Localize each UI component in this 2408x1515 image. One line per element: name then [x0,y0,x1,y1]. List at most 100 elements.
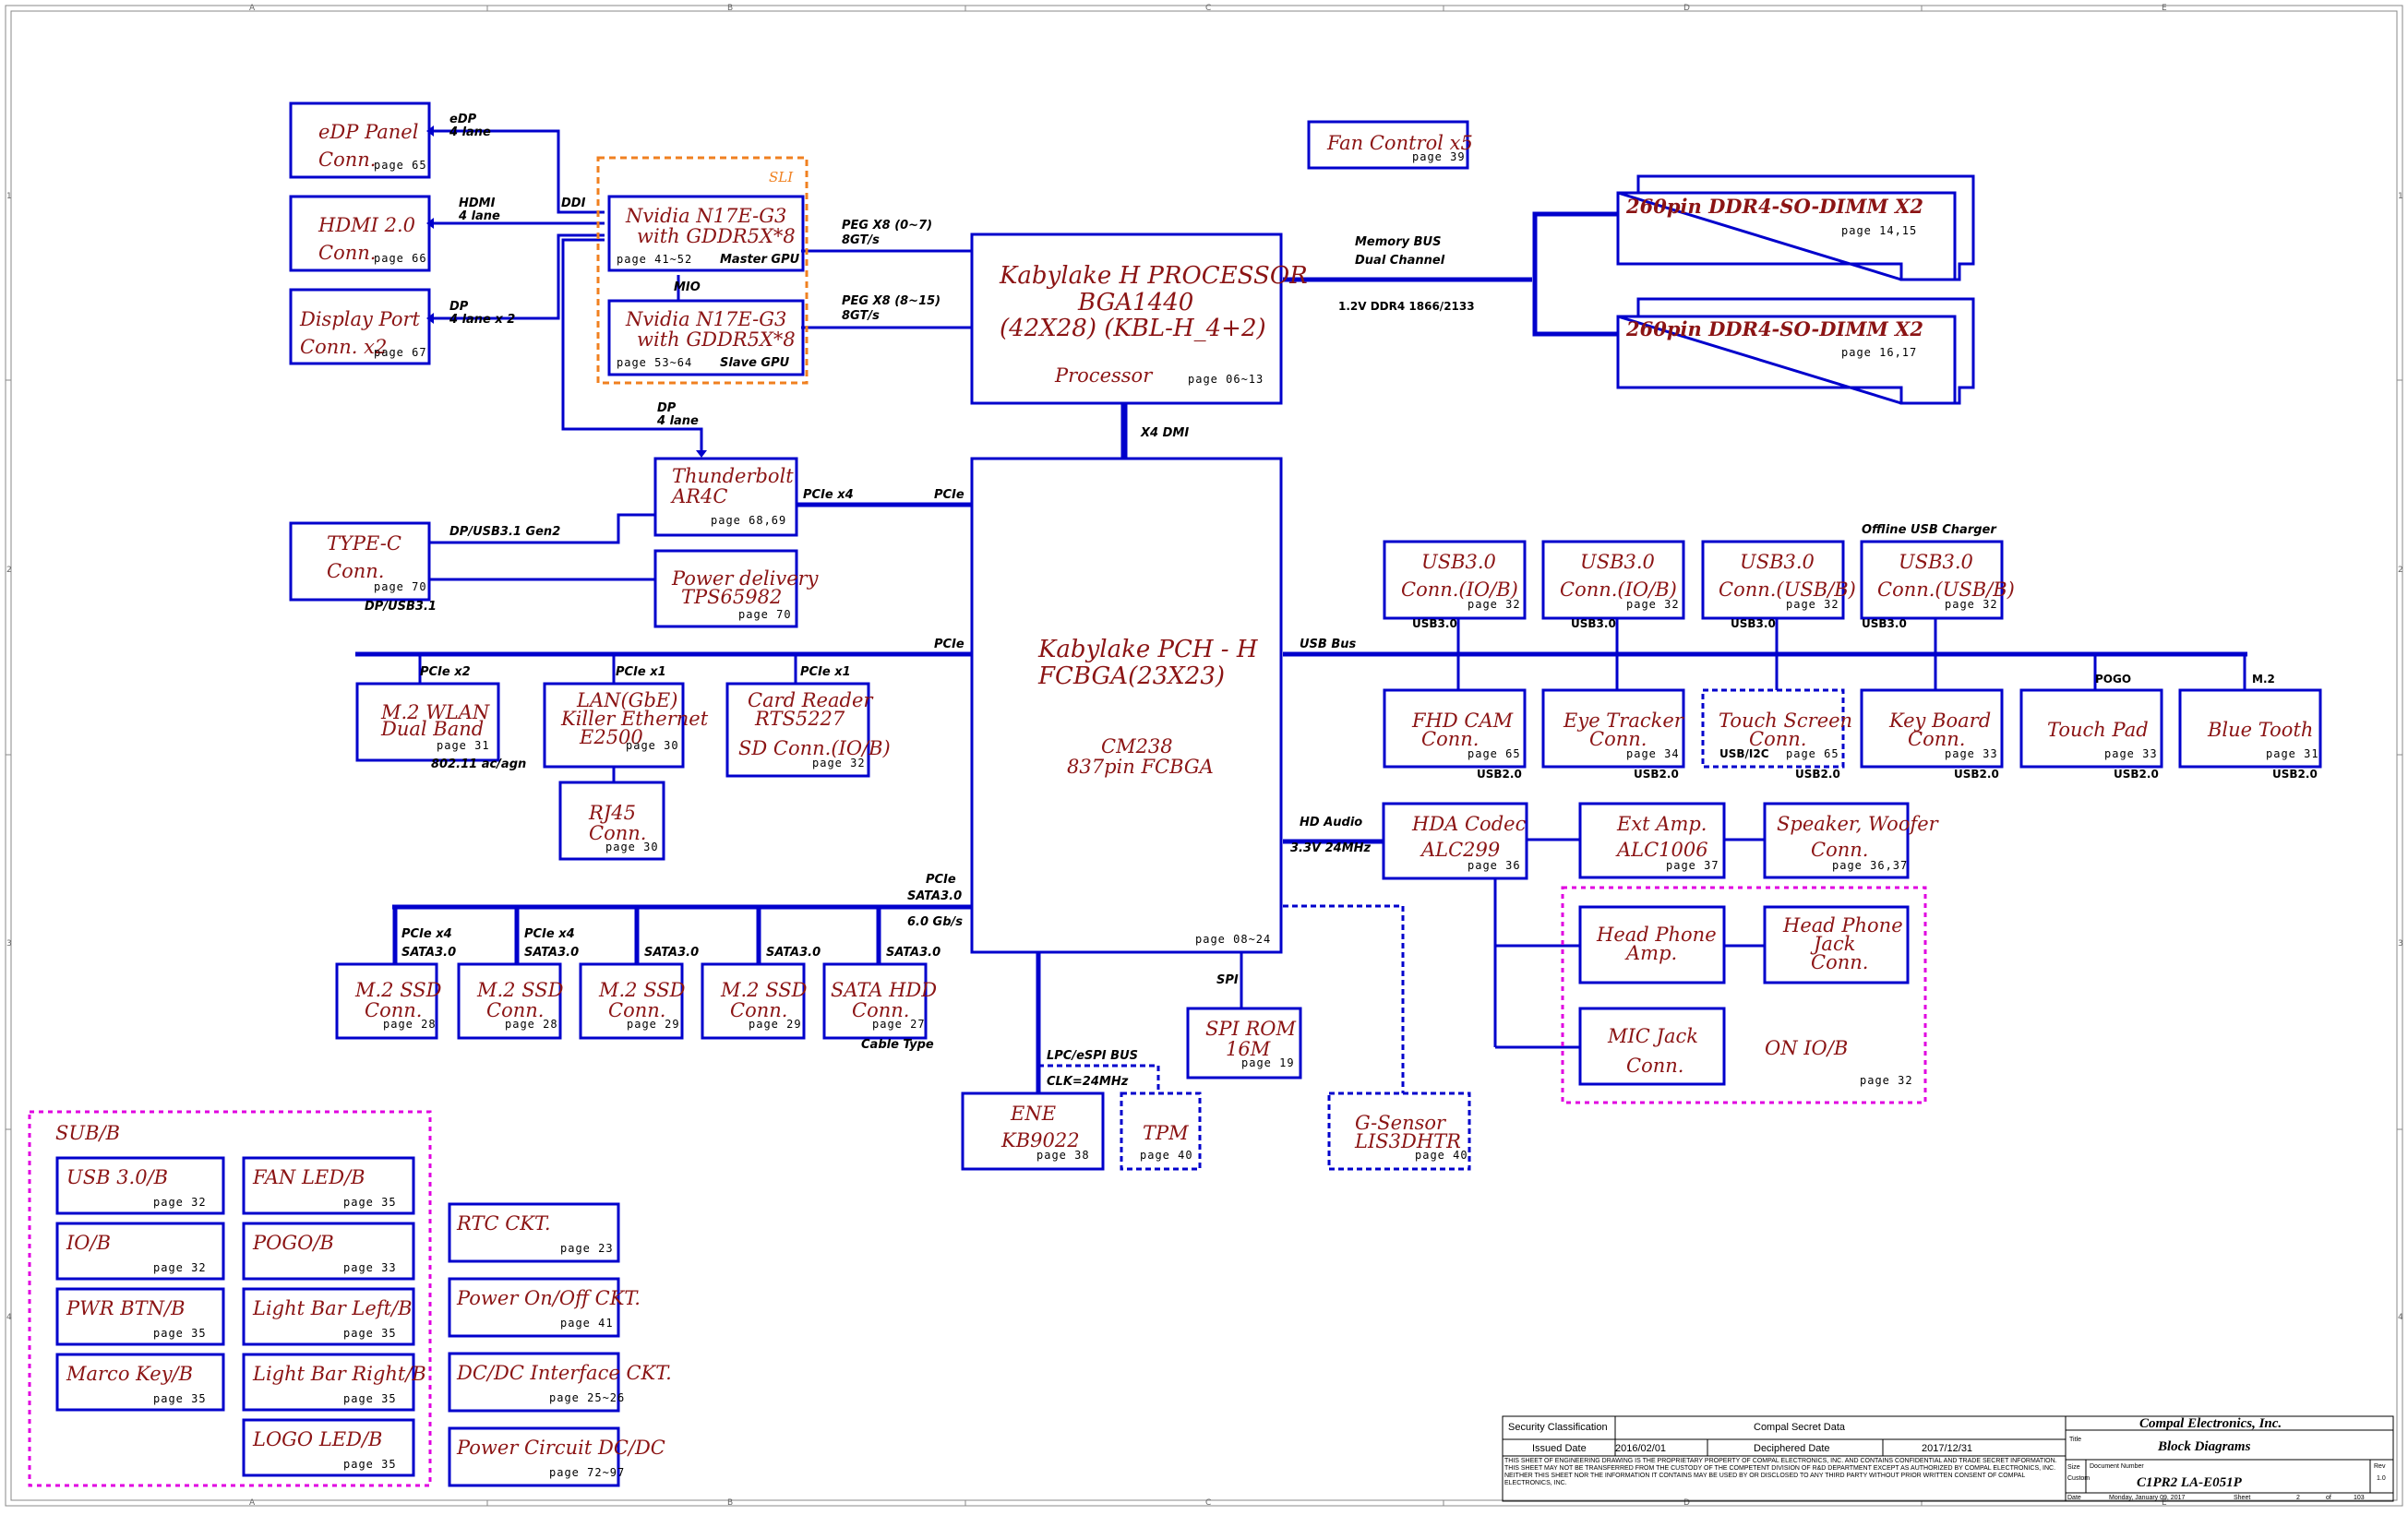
cpu-label-4: Processor [1054,364,1154,387]
hdd-label-2: Conn. [852,999,909,1021]
touchpad-block[interactable] [2019,688,2163,769]
sub-board-item-page: page 32 [153,1196,207,1209]
sub-board-item-page: page 35 [153,1392,207,1405]
ene-label-2: KB9022 [1000,1129,1080,1151]
misc-circuit-item[interactable] [448,1277,620,1338]
speaker-block[interactable] [1763,802,1910,879]
sub-board-item-label: LOGO LED/B [252,1428,382,1450]
edp-panel-block[interactable] [289,101,431,179]
sub-board-item[interactable] [55,1287,225,1346]
ruler-row-1-r: 1 [2398,192,2403,201]
ssd4-label-1: M.2 SSD [720,979,808,1001]
ext-amp-block[interactable] [1578,802,1726,879]
fan-control-block[interactable] [1307,120,1469,170]
offline-label: Offline USB Charger [1862,523,1997,537]
spi-rom-block[interactable] [1186,1007,1302,1080]
pd-label-1: Power delivery [671,567,820,590]
dp-bus-2: 4 lane x 2 [449,313,515,327]
ene-label-1: ENE [1010,1103,1056,1125]
usb4-label-1: USB3.0 [1899,551,1973,573]
usb2-label-1: USB3.0 [1580,551,1655,573]
sub-board-item[interactable] [242,1287,415,1346]
usb3-page: page 32 [1786,598,1839,611]
spirom-label-2: 16M [1226,1038,1271,1060]
ssd4-label-2: Conn. [730,999,787,1021]
tb-issued: 2016/02/01 [1615,1443,1666,1454]
codec-label-2: ALC299 [1420,839,1500,861]
fan-page: page 39 [1412,150,1466,163]
misc-circuit-item[interactable] [448,1352,620,1413]
spirom-label-1: SPI ROM [1205,1018,1297,1040]
ruler-col-e-b: E [2162,1498,2167,1508]
usb-io1-block[interactable] [1383,540,1527,620]
pch-block[interactable] [970,457,1283,954]
pd-page: page 70 [738,608,792,621]
ssd1-block[interactable] [335,962,438,1040]
sub-board-item[interactable] [55,1353,225,1412]
sub-board-item[interactable] [242,1353,415,1412]
gsensor-block[interactable] [1327,1092,1471,1171]
ssd3-block[interactable] [579,962,684,1040]
gpu-master-block[interactable] [607,195,805,272]
typec-block[interactable] [289,521,431,602]
peg2-label-2: 8GT/s [842,309,880,323]
eye-tracker-block[interactable] [1541,688,1685,769]
ruler-row-4: 4 [6,1313,12,1322]
ruler-col-d-b: D [1683,1498,1690,1508]
card-reader-block[interactable] [725,682,870,778]
lan-block[interactable] [543,682,685,769]
dimm2-shape[interactable] [1616,297,1975,405]
peg1-label-2: 8GT/s [842,233,880,247]
sub-board-item[interactable] [55,1222,225,1281]
misc-circuit-item[interactable] [448,1426,620,1487]
bluetooth-block[interactable] [2178,688,2322,769]
misc-circuit-item[interactable] [448,1202,620,1263]
misc-circuit-page: page 23 [560,1242,614,1255]
usb-usb1-block[interactable] [1701,540,1845,620]
usb4-page: page 32 [1945,598,1998,611]
keyboard-block[interactable] [1860,688,2004,769]
hda-codec-block[interactable] [1382,802,1528,880]
sub-board-item[interactable] [242,1156,415,1215]
kb-label-1: Key Board [1888,710,1991,732]
touch-screen-block[interactable] [1701,688,1845,769]
ssd4-page: page 29 [749,1018,802,1031]
pch-page: page 08~24 [1195,933,1271,946]
hp-jack-block[interactable] [1763,905,1910,984]
display-port-block[interactable] [289,288,431,365]
lan-label-1: LAN(GbE) [576,689,677,711]
power-delivery-block[interactable] [653,549,798,628]
hdd-block[interactable] [822,962,928,1040]
hdmi-bus-1: HDMI [459,197,496,210]
ene-page: page 38 [1036,1149,1090,1162]
cpu-block[interactable] [970,233,1283,405]
usb-usb2-block[interactable] [1860,540,2004,620]
membus-label-3: 1.2V DDR4 1866/2133 [1338,300,1475,313]
usbbus-label: USB Bus [1300,638,1357,651]
thunderbolt-block[interactable] [653,457,798,537]
amp-page: page 37 [1666,859,1719,872]
sub-board-item[interactable] [242,1418,415,1477]
usb-io2-block[interactable] [1541,540,1685,620]
lpc-label-1: LPC/eSPI BUS [1047,1049,1138,1063]
fhd-cam-block[interactable] [1383,688,1527,769]
ssd4-block[interactable] [701,962,806,1040]
sub-board-item[interactable] [242,1222,415,1281]
tb-label-1: Thunderbolt [672,465,794,487]
sub-board-item-label: POGO/B [252,1232,334,1254]
ruler-row-3-r: 3 [2398,939,2403,948]
ssd2-bus-1: PCIe x4 [524,927,575,941]
ssd2-block[interactable] [457,962,562,1040]
sub-board-item[interactable] [55,1156,225,1215]
mic-jack-block[interactable] [1578,1007,1726,1086]
rj45-block[interactable] [558,781,665,861]
peg1-label-1: PEG X8 (0~7) [842,219,932,233]
ene-block[interactable] [961,1092,1105,1171]
hdmi-block[interactable] [289,195,431,272]
wlan-block[interactable] [355,682,500,762]
tpad-top: POGO [2095,673,2131,686]
tpm-block[interactable] [1120,1092,1202,1171]
gpu-slave-block[interactable] [607,299,805,376]
hp-amp-block[interactable] [1578,905,1726,984]
